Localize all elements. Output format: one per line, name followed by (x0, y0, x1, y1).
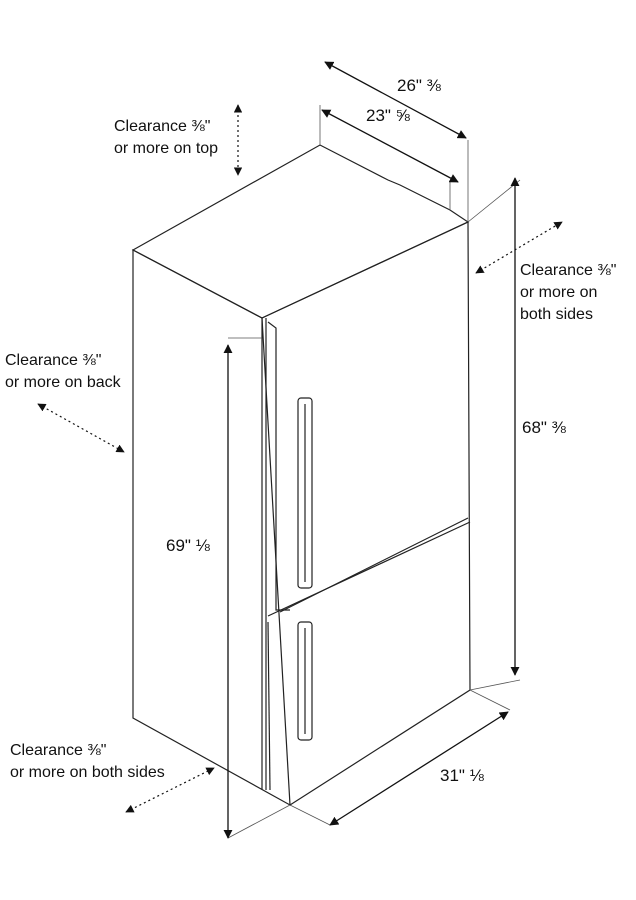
clearance-back-line1: Clearance ⅜" (5, 352, 102, 369)
clearance-arrows (37, 104, 563, 813)
depth-outer-arrow (324, 61, 467, 139)
door-thickness (261, 318, 267, 790)
clearance-right-line2: or more on (520, 284, 598, 301)
clearance-top-line1: Clearance ⅜" (114, 118, 211, 135)
clearance-back-label: Clearance ⅜" or more on back (5, 350, 121, 394)
clearance-back-line2: or more on back (5, 374, 121, 391)
fridge-body (131, 144, 471, 807)
width-arrow (329, 711, 509, 826)
height-front-label: 69" ⅛ (166, 536, 210, 555)
height-right-label: 68" ⅜ (522, 418, 566, 437)
lower-door-edge (267, 621, 271, 791)
fridge-front-face (261, 221, 471, 806)
clearance-right-arrow (475, 221, 563, 274)
clearance-right-label: Clearance ⅜" or more on both sides (520, 260, 616, 326)
clearance-right-line3: both sides (520, 306, 593, 323)
upper-door-handle (297, 397, 313, 589)
lower-door-handle (297, 621, 313, 741)
door-split-line-2 (267, 521, 471, 617)
clearance-left-label: Clearance ⅜" or more on both sides (10, 740, 165, 784)
clearance-right-line1: Clearance ⅜" (520, 262, 617, 279)
depth-inner-arrow (321, 109, 459, 183)
clearance-left-arrow (125, 767, 215, 813)
clearance-left-line2: or more on both sides (10, 764, 165, 781)
dimension-arrows (223, 61, 520, 839)
clearance-left-line1: Clearance ⅜" (10, 742, 107, 759)
clearance-back-arrow (37, 403, 125, 453)
clearance-top-label: Clearance ⅜" or more on top (114, 116, 218, 160)
clearance-top-line2: or more on top (114, 140, 219, 157)
width-label: 31" ⅛ (440, 766, 484, 785)
upper-door-edge (267, 321, 290, 611)
depth-inner-label: 23" ⅝ (366, 106, 410, 125)
fridge-top-face (131, 144, 470, 319)
extension-lines (227, 105, 521, 839)
depth-outer-label: 26" ⅜ (397, 76, 441, 95)
